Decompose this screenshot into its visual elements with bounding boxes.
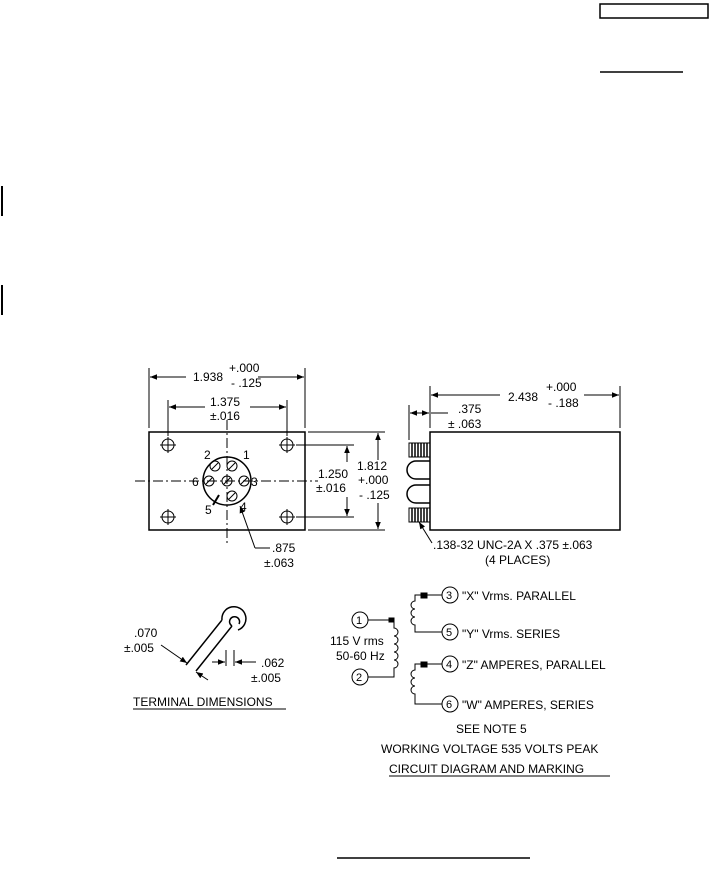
circuit-pin-4-label: 4 bbox=[446, 659, 452, 671]
pin-label-3: 3 bbox=[251, 475, 258, 489]
terminal-length-tol: ± .063 bbox=[448, 417, 482, 431]
circuit-pin-1-label: 1 bbox=[356, 615, 362, 627]
output-y-label: "Y" Vrms. SERIES bbox=[462, 627, 560, 641]
terminal-pin bbox=[209, 460, 221, 472]
height-dim-tol-minus: - .125 bbox=[359, 488, 390, 502]
output-x-label: "X" Vrms. PARALLEL bbox=[462, 589, 576, 603]
terminal-dim-a-leader bbox=[160, 644, 188, 664]
terminal-length-value: .375 bbox=[458, 402, 482, 416]
circuit-pin-6 bbox=[441, 695, 459, 713]
output-z-label: "Z" AMPERES, PARALLEL bbox=[462, 658, 606, 672]
pin-label-5: 5 bbox=[205, 503, 212, 517]
length-dim-tol-minus: - .188 bbox=[548, 396, 579, 410]
terminal-detail: .070 ±.005 .062 ±.005 TERMINAL DIMENSION… bbox=[124, 605, 286, 710]
circuit-title: CIRCUIT DIAGRAM AND MARKING bbox=[389, 762, 584, 776]
terminal-pin bbox=[203, 475, 215, 487]
length-dim-tol-plus: +.000 bbox=[546, 380, 577, 394]
vert-spacing-value: 1.250 bbox=[318, 467, 348, 481]
terminal-pin bbox=[226, 460, 238, 472]
stud-callout-line2: (4 PLACES) bbox=[485, 553, 550, 567]
side-body bbox=[429, 431, 621, 531]
pin-label-1: 1 bbox=[243, 448, 250, 462]
pin-circle-value: .875 bbox=[272, 541, 296, 555]
stud-callout-line1: .138-32 UNC-2A X .375 ±.063 bbox=[433, 538, 593, 552]
terminal-dim-a-tol: ±.005 bbox=[124, 641, 154, 655]
pin-label-6: 6 bbox=[192, 475, 199, 489]
terminal-pin bbox=[221, 475, 233, 487]
terminal-dim-a-value: .070 bbox=[134, 626, 158, 640]
side-view: 2.438 +.000 - .188 .375 ± .063 .138-32 U… bbox=[406, 380, 621, 567]
side-terminal-hook bbox=[406, 460, 430, 480]
width-dim-value: 1.938 bbox=[193, 370, 223, 384]
circuit-diagram: 1 2 115 V rms 50-60 Hz 3 "X" Vrms. PARAL… bbox=[330, 586, 610, 777]
working-voltage-note: WORKING VOLTAGE 535 VOLTS PEAK bbox=[381, 742, 598, 756]
circuit-pin-4 bbox=[441, 655, 459, 673]
side-terminal-hook bbox=[406, 484, 430, 504]
secondary-winding-voltage bbox=[410, 594, 442, 633]
terminal-dim-b-value: .062 bbox=[261, 656, 285, 670]
terminal-pin bbox=[226, 490, 238, 502]
width-dim-tol-plus: +.000 bbox=[229, 361, 260, 375]
primary-winding bbox=[368, 620, 399, 678]
terminal-dim-b-tol: ±.005 bbox=[251, 671, 281, 685]
hole-spacing-value: 1.375 bbox=[210, 395, 240, 409]
length-dim-value: 2.438 bbox=[508, 390, 538, 404]
threaded-stud bbox=[408, 442, 431, 458]
hole-spacing-tol: ±.016 bbox=[210, 409, 240, 423]
height-dim-value: 1.812 bbox=[357, 459, 387, 473]
input-voltage-label: 115 V rms bbox=[330, 634, 384, 648]
pin-label-4: 4 bbox=[240, 500, 247, 514]
secondary-winding-current bbox=[410, 663, 442, 705]
stud-callout-leader bbox=[418, 521, 433, 544]
pin-label-2: 2 bbox=[204, 448, 211, 462]
width-dim-tol-minus: - .125 bbox=[231, 376, 262, 390]
terminal-title: TERMINAL DIMENSIONS bbox=[133, 695, 273, 709]
circuit-pin-5-label: 5 bbox=[446, 627, 452, 639]
circuit-pin-6-label: 6 bbox=[446, 699, 452, 711]
circuit-pin-2-label: 2 bbox=[356, 672, 362, 684]
circuit-pin-3-label: 3 bbox=[446, 590, 452, 602]
terminal-hook-shape bbox=[185, 605, 247, 672]
terminal-circle bbox=[202, 456, 252, 506]
pin-circle-leader bbox=[239, 505, 256, 549]
circuit-pin-5 bbox=[441, 623, 459, 641]
pin-circle-tol: ±.063 bbox=[264, 556, 294, 570]
circuit-pin-3 bbox=[441, 586, 459, 604]
circuit-note: SEE NOTE 5 bbox=[456, 722, 527, 736]
vert-spacing-tol: ±.016 bbox=[316, 481, 346, 495]
output-w-label: "W" AMPERES, SERIES bbox=[462, 698, 594, 712]
terminal-pin bbox=[238, 475, 250, 487]
key-mark bbox=[212, 494, 220, 506]
page-box-top-right bbox=[599, 3, 709, 19]
front-view: 1 2 3 6 5 4 1.938 +.000 - .125 1.375 ±.0… bbox=[135, 361, 390, 570]
input-frequency-label: 50-60 Hz bbox=[336, 649, 385, 663]
height-dim-tol-plus: +.000 bbox=[358, 473, 389, 487]
